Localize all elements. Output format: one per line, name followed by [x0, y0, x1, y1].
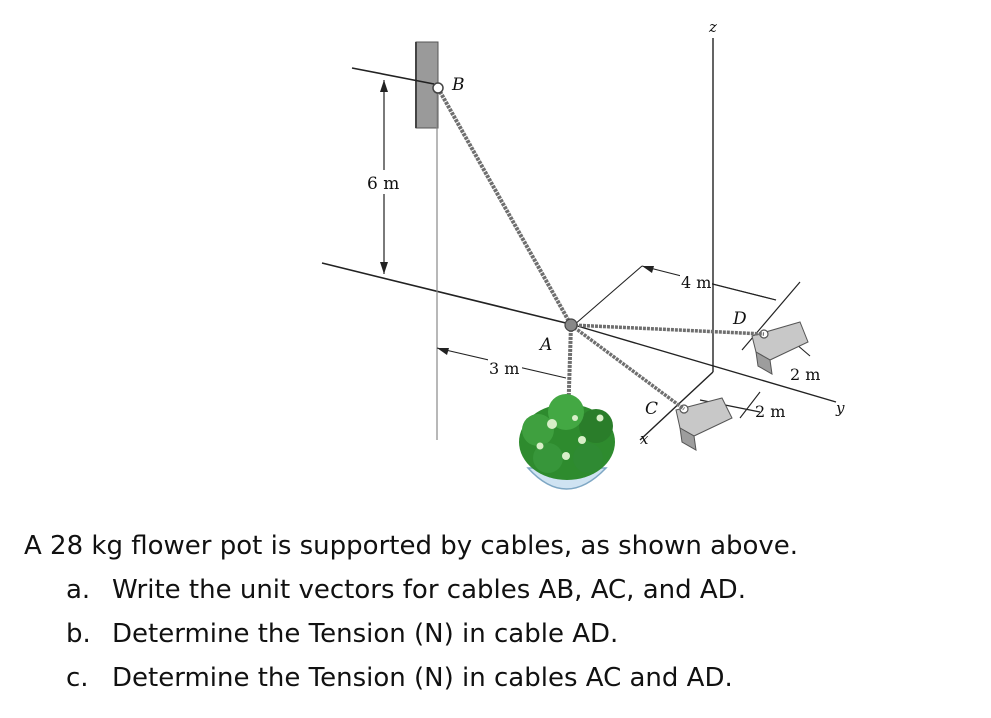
cable-ad: [570, 323, 765, 336]
support-c: [675, 397, 733, 451]
dim-2m-c-line: [739, 391, 761, 419]
y-axis: [573, 324, 837, 403]
ring-a: [564, 318, 578, 332]
z-axis-label: z: [708, 18, 717, 36]
part-marker: a.: [66, 575, 91, 605]
part-text: Write the unit vectors for cables AB, AC…: [112, 575, 746, 605]
dim-6m-label-bg: [366, 170, 406, 194]
part-marker: c.: [66, 663, 89, 693]
dim-6m-arrow-top: [380, 80, 388, 92]
ring-b: [432, 82, 444, 94]
d-guide-line: [741, 281, 801, 351]
dim-2m-c-label: 2 m: [755, 402, 785, 421]
dim-6m-label: 6 m: [367, 174, 399, 194]
label-c: C: [645, 399, 658, 419]
dim-4m-arrow-left: [642, 266, 654, 273]
flower-pot: [519, 394, 615, 490]
cable-diagram: 6 m z y x 4 m 3 m 2 m 2 m B A: [321, 18, 845, 490]
part-text: Determine the Tension (N) in cable AD.: [112, 619, 619, 649]
x-axis: [639, 371, 714, 441]
problem-part-b: b. Determine the Tension (N) in cable AD…: [66, 612, 974, 656]
problem-part-a: a. Write the unit vectors for cables AB,…: [66, 568, 974, 612]
support-d: [751, 321, 809, 375]
label-a: A: [538, 335, 552, 355]
cable-ac: [569, 323, 686, 411]
dim-3m-label: 3 m: [489, 359, 519, 378]
problem-part-c: c. Determine the Tension (N) in cables A…: [66, 656, 974, 700]
dim-4m-leader-left: [573, 265, 643, 326]
ground-reference-line: [321, 262, 575, 326]
top-reference-line: [351, 67, 435, 85]
dim-4m-label: 4 m: [681, 273, 711, 292]
label-b: B: [451, 75, 465, 95]
dim-2m-d-label: 2 m: [790, 365, 820, 384]
dim-6m-arrow-bottom: [380, 262, 388, 274]
x-axis-label: x: [640, 430, 649, 448]
label-d: D: [732, 309, 747, 329]
y-axis-label: y: [835, 399, 845, 417]
part-text: Determine the Tension (N) in cables AC a…: [112, 663, 733, 693]
problem-parts: a. Write the unit vectors for cables AB,…: [24, 568, 974, 700]
dim-3m-arrow-left: [437, 348, 449, 355]
dim-4m-label-bg: [680, 270, 712, 292]
dim-3m-label-bg: [488, 356, 522, 378]
problem-stem: A 28 kg flower pot is supported by cable…: [24, 531, 799, 561]
cable-ab: [436, 87, 573, 326]
part-marker: b.: [66, 619, 91, 649]
problem-statement: A 28 kg flower pot is supported by cable…: [24, 524, 974, 700]
